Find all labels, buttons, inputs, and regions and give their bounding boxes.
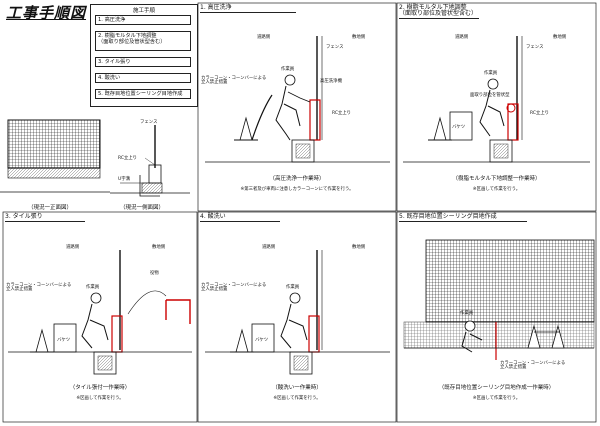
- panel-2-road-label: 道路側: [455, 35, 469, 40]
- panel-2-curb-label: RC立上り: [530, 111, 550, 116]
- panel-2-bucket-label: バケツ: [452, 125, 466, 130]
- panel-1-title: 1. 高圧洗浄: [200, 5, 296, 13]
- panel-1-cone-label: カラーコーン・コーンバーによる 立入禁止措置: [201, 76, 267, 86]
- procedure-header: 施工手順: [132, 8, 155, 14]
- panel-1-note: ※第三者及び車両に注意しカラーコーンにて作業を行う。: [240, 187, 354, 192]
- panel-4-caption: （酸洗い一作業時）: [272, 385, 322, 391]
- procedure-box: 施工手順 1. 高圧洗浄 2. 樹脂モルタル下地調整 （面取り部位及管状型含む）…: [90, 4, 198, 107]
- panel-4-title: 4. 酸洗い: [200, 214, 280, 222]
- panel-4-frame: [197, 211, 397, 423]
- existing-front-view: [0, 119, 110, 193]
- panel-1-curb-label: RC立上り: [332, 111, 352, 116]
- existing-curb-label: RC立上り: [118, 156, 138, 161]
- panel-3-material-label: 役物: [150, 271, 159, 276]
- panel-3-drawing: [8, 250, 192, 375]
- panel-5-frame: [396, 211, 597, 423]
- panel-1-site-label: 敷地側: [352, 35, 366, 40]
- existing-fence-label: フェンス: [140, 120, 158, 125]
- panel-5-cone-label: カラーコーン・コーンバーによる 立入禁止措置: [500, 361, 566, 371]
- procedure-step-4: 4. 酸洗い: [95, 73, 191, 84]
- panel-4-bucket-label: バケツ: [255, 338, 269, 343]
- procedure-step-5: 5. 既存目地位置シーリング目地作成: [95, 89, 191, 100]
- panel-2-fence-label: フェンス: [526, 45, 544, 50]
- procedure-step-1: 1. 高圧洗浄: [95, 15, 191, 26]
- panel-3-worker-label: 作業員: [86, 285, 100, 290]
- page-title: 工事手順図: [6, 4, 87, 22]
- panel-5-worker-label: 作業員: [460, 311, 474, 316]
- panel-3-frame: [2, 211, 198, 423]
- panel-1-road-label: 道路側: [257, 35, 271, 40]
- existing-front-caption: （現況一正面図）: [28, 205, 73, 211]
- panel-1-fence-label: フェンス: [326, 45, 344, 50]
- existing-side-caption: （現況一側面図）: [120, 205, 165, 211]
- panel-2-tool-label: 面取り部位を管状型: [470, 93, 510, 98]
- panel-4-cone-label: カラーコーン・コーンバーによる 立入禁止措置: [201, 283, 267, 293]
- panel-2-note: ※区画して作業を行う。: [472, 187, 521, 192]
- existing-side-view: [110, 125, 190, 197]
- panel-1-drawing: [205, 36, 390, 163]
- panel-2-title: 2. 樹脂モルタル下地調整 （面取り部位及管状型含む）: [399, 4, 479, 19]
- panel-3-cone-label: カラーコーン・コーンバーによる 立入禁止措置: [6, 283, 72, 293]
- panel-1-frame: [197, 2, 397, 212]
- panel-4-note: ※区画して作業を行う。: [273, 396, 321, 401]
- panel-5-caption: （既存目地位置シーリング目地作成一作業時）: [438, 385, 555, 391]
- panel-2-frame: [396, 2, 597, 212]
- panel-2-site-label: 敷地側: [553, 35, 567, 40]
- panel-2-drawing: [403, 36, 590, 163]
- panel-3-title: 3. タイル張り: [5, 214, 85, 222]
- panel-4-road-label: 道路側: [262, 245, 276, 250]
- panel-5-title: 5. 既存目地位置シーリング目地作成: [399, 214, 527, 222]
- panel-4-worker-label: 作業員: [286, 285, 300, 290]
- panel-1-caption: （高圧洗浄一作業時）: [269, 176, 325, 182]
- panel-3-bucket-label: バケツ: [57, 338, 71, 343]
- panel-5-drawing: [403, 239, 595, 360]
- panel-3-caption: （タイル張付一作業時）: [69, 385, 131, 391]
- panel-3-note: ※区画して作業を行う。: [76, 396, 124, 401]
- procedure-step-3: 3. タイル張り: [95, 57, 191, 68]
- existing-ditch-label: U字溝: [118, 177, 130, 182]
- panel-1-tool-label: 高圧洗浄機: [320, 79, 342, 84]
- panel-2-worker-label: 作業員: [484, 71, 498, 76]
- panel-3-site-label: 敷地側: [152, 245, 166, 250]
- panel-1-worker-label: 作業員: [281, 67, 295, 72]
- panel-3-road-label: 道路側: [66, 245, 80, 250]
- panel-2-caption: （樹脂モルタル下地調整一作業時）: [452, 176, 541, 182]
- panel-5-note: ※区画して作業を行う。: [472, 396, 521, 401]
- panel-4-drawing: [205, 250, 390, 375]
- procedure-step-2: 2. 樹脂モルタル下地調整 （面取り部位及管状型含む）: [95, 31, 191, 51]
- panel-4-site-label: 敷地側: [352, 245, 366, 250]
